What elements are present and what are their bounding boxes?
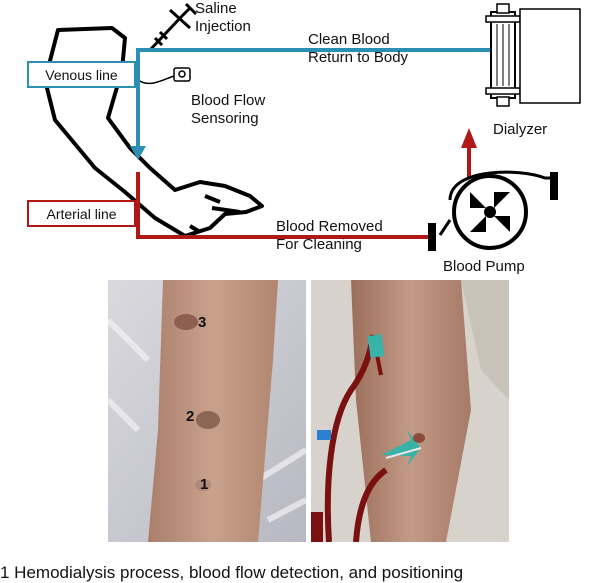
arm-outline	[43, 26, 264, 238]
forearm-photo-right	[311, 280, 509, 542]
dialyzer-label: Dialyzer	[493, 121, 548, 138]
site-marker-1: 1	[200, 476, 209, 493]
venous-line-box: Venous line	[27, 61, 136, 88]
site-marker-3: 3	[198, 314, 207, 331]
dialyzer-icon	[485, 3, 581, 107]
arterial-line-box: Arterial line	[27, 200, 136, 227]
forearm-photo-left: 3 2 1	[108, 280, 306, 542]
figure-caption: 1 Hemodialysis process, blood flow detec…	[0, 563, 464, 582]
schematic-svg	[43, 2, 581, 251]
syringe-icon	[148, 2, 198, 52]
arterial-line-path	[136, 148, 471, 239]
sensor-icon	[137, 67, 191, 85]
arterial-arrowhead	[461, 128, 477, 148]
venous-arrowhead	[130, 146, 146, 160]
blood-pump-icon	[428, 170, 558, 251]
blood-pump-label: Blood Pump	[443, 258, 525, 275]
site-marker-2: 2	[186, 408, 195, 425]
venous-line-path	[136, 48, 490, 150]
